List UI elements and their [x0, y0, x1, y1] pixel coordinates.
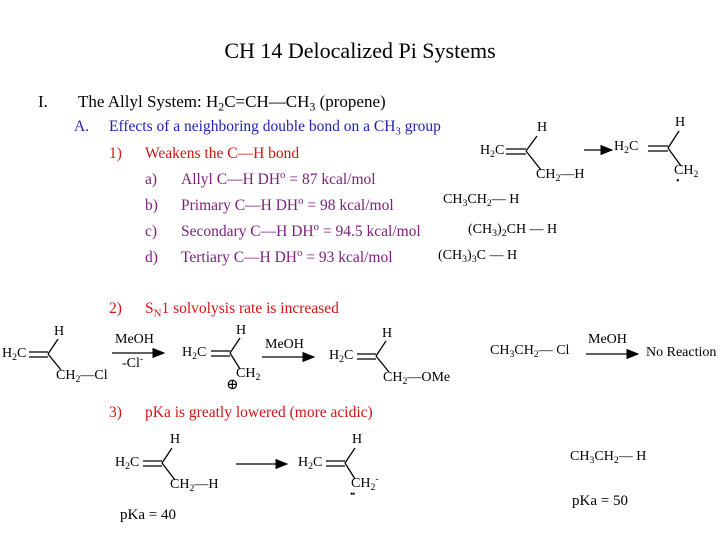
item-c-number: c) — [145, 223, 158, 240]
item-a-number: a) — [145, 171, 158, 188]
pka-propene-h2c: H2C — [115, 455, 140, 472]
pka-propene-ch2h: CH2—H — [170, 477, 219, 494]
cation-ch2: CH2 — [236, 366, 261, 383]
allyl-cl-h: H — [54, 324, 65, 339]
cation-h2c: H2C — [182, 345, 207, 362]
anion-ch2: CH2- — [351, 473, 379, 493]
outline-i-heading: The Allyl System: H2C=CH—CH3 (propene) — [78, 92, 386, 114]
point-3-number: 3) — [109, 404, 122, 421]
point-3-text: pKa is greatly lowered (more acidic) — [145, 404, 373, 421]
pka-propene-h: H — [170, 432, 181, 447]
item-c-text: Secondary C—H DHo = 94.5 kcal/mol — [181, 221, 421, 240]
radical-ch2: CH2 — [674, 163, 699, 180]
radical-dot-icon: • — [676, 176, 680, 187]
item-b-text: Primary C—H DHo = 98 kcal/mol — [181, 195, 394, 214]
outline-a-heading: Effects of a neighboring double bond on … — [109, 118, 441, 138]
minus-cl-label: -Cl- — [122, 353, 144, 371]
ethane-compound: CH3CH2— H — [570, 449, 647, 466]
allyl-radical-bonds — [648, 130, 682, 167]
pka-50-label: pKa = 50 — [572, 493, 628, 509]
propene-h: H — [537, 120, 548, 135]
propene-2-bonds — [143, 447, 176, 481]
item-d-text: Tertiary C—H DHo = 93 kcal/mol — [181, 247, 393, 266]
item-a-text: Allyl C—H DHo = 87 kcal/mol — [181, 169, 376, 188]
meoh-label-1: MeOH — [115, 332, 154, 347]
plus-charge-icon: ⊕ — [226, 377, 239, 393]
anion-h: H — [352, 432, 363, 447]
ethyl-chloride: CH3CH2— Cl — [490, 343, 570, 360]
ether-h: H — [382, 326, 393, 341]
item-d-number: d) — [145, 249, 158, 266]
propene-bonds — [506, 135, 542, 171]
secondary-ch-compound: (CH3)2CH — H — [468, 222, 558, 239]
allyl-ether-bonds — [357, 340, 390, 373]
outline-a-number: A. — [74, 118, 90, 135]
allyl-cl-h2c: H2C — [2, 346, 27, 363]
cation-h: H — [236, 323, 247, 338]
allyl-cation-bonds — [211, 337, 241, 370]
propene-ch2-h: CH2—H — [536, 167, 585, 184]
primary-ch-compound: CH3CH2— H — [443, 192, 520, 209]
radical-h2c: H2C — [614, 139, 639, 156]
lone-pair-icon: •• — [350, 489, 355, 499]
point-2-text: SN1 solvolysis rate is increased — [145, 300, 339, 320]
item-b-number: b) — [145, 197, 158, 214]
allyl-chloride-bonds — [29, 338, 62, 371]
pka-40-label: pKa = 40 — [120, 507, 176, 523]
page-title: CH 14 Delocalized Pi Systems — [224, 38, 496, 63]
no-reaction-label: No Reaction — [646, 345, 717, 360]
point-1-text: Weakens the C—H bond — [145, 145, 300, 162]
meoh-label-3: MeOH — [588, 332, 627, 347]
anion-h2c: H2C — [298, 455, 323, 472]
allyl-cl-ch2cl: CH2—Cl — [56, 368, 108, 385]
meoh-label-2: MeOH — [265, 337, 304, 352]
radical-h: H — [675, 115, 686, 130]
point-2-number: 2) — [109, 300, 122, 317]
outline-i-number: I. — [38, 92, 48, 111]
point-1-number: 1) — [109, 145, 122, 162]
tertiary-ch-compound: (CH3)3C — H — [438, 248, 518, 265]
propene-h2c: H2C — [480, 143, 505, 160]
ether-ch2ome: CH2—OMe — [383, 370, 451, 387]
ether-h2c: H2C — [329, 348, 354, 365]
allyl-anion-bonds — [326, 447, 356, 480]
